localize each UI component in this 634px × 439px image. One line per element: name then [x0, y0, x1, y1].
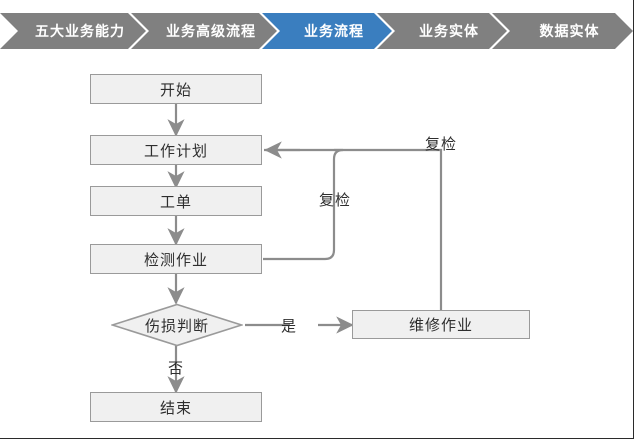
- edge-label-no: 否: [167, 359, 184, 377]
- node-end[interactable]: 结束: [90, 392, 262, 422]
- node-work-order[interactable]: 工单: [90, 186, 262, 216]
- breadcrumb-item-1[interactable]: 五大业务能力: [0, 13, 146, 49]
- breadcrumb-item-5-label: 数据实体: [539, 23, 600, 39]
- node-work-plan-label: 工作计划: [143, 142, 208, 160]
- breadcrumb-item-2[interactable]: 业务高级流程: [131, 13, 277, 49]
- breadcrumb-item-1-label: 五大业务能力: [35, 23, 125, 39]
- node-end-label: 结束: [159, 399, 192, 417]
- node-work-plan[interactable]: 工作计划: [90, 135, 262, 165]
- node-repair[interactable]: 维修作业: [352, 310, 530, 339]
- edge-label-recheck-inner: 复检: [318, 191, 351, 209]
- node-start[interactable]: 开始: [90, 74, 262, 104]
- breadcrumb-item-4-label: 业务实体: [419, 23, 479, 39]
- breadcrumb-item-4[interactable]: 业务实体: [377, 13, 507, 49]
- breadcrumb-item-3[interactable]: 业务流程: [262, 13, 392, 49]
- breadcrumb-item-3-label: 业务流程: [304, 23, 364, 39]
- edge-label-yes: 是: [280, 317, 297, 335]
- node-decision[interactable]: 伤损判断: [111, 303, 243, 347]
- node-work-order-label: 工单: [159, 193, 192, 211]
- edge-label-recheck-outer: 复检: [424, 135, 457, 153]
- breadcrumb: 五大业务能力 业务高级流程 业务流程 业务实体 数据实体: [0, 13, 634, 49]
- node-repair-label: 维修作业: [408, 317, 473, 334]
- breadcrumb-item-5[interactable]: 数据实体: [492, 13, 633, 49]
- node-start-label: 开始: [159, 81, 192, 99]
- flowchart: 开始 工作计划 工单 检测作业 伤损判断 维修作业 结束 是 否 复检 复检: [0, 55, 634, 439]
- connector-recheck-outer: [334, 148, 443, 310]
- node-inspection[interactable]: 检测作业: [90, 244, 262, 274]
- breadcrumb-item-2-label: 业务高级流程: [166, 23, 256, 39]
- node-inspection-label: 检测作业: [143, 251, 208, 269]
